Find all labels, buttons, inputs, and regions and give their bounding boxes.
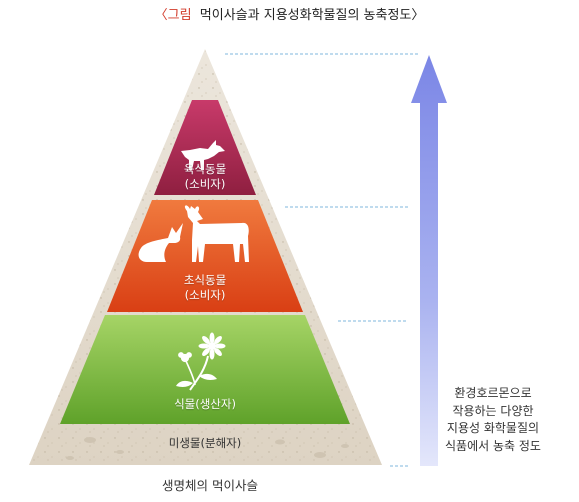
pyramid-caption: 생명체의 먹이사슬 [162,478,258,493]
tier-herbivore-band [107,200,303,312]
pyramid [29,49,382,465]
title-close-bracket: 〉 [411,8,425,23]
tier-herbivore-name: 초식동물 [183,273,227,287]
goat-icon [184,205,249,262]
concentration-arrow [411,55,447,466]
tier-carnivore-label: 육식동물 (소비자) [165,162,245,192]
flower-icon [176,332,226,391]
dashed-guides [225,53,420,467]
figure-title: 〈그림 먹이사슬과 지용성화학물질의 농축정도〉 [0,4,579,23]
arrow-description-line-2: 작용하는 다양한 [452,403,534,418]
tier-producer-band [60,315,350,424]
tier-carnivore-name: 육식동물 [183,162,227,176]
base-microbe-texture [66,437,349,460]
tier-herbivore-label: 초식동물 (소비자) [165,273,245,303]
title-open-bracket: 〈 [154,8,168,23]
tier-herbivore-role: (소비자) [184,288,226,302]
arrow-description: 환경호르몬으로 작용하는 다양한 지용성 화학물질의 식품에서 농축 정도 [418,385,568,455]
tier-carnivore-role: (소비자) [184,177,226,191]
tier-carnivore-band [154,100,256,195]
title-figure-label: 그림 [167,8,192,23]
arrow-description-line-4: 식품에서 농축 정도 [445,438,541,453]
arrow-description-line-1: 환경호르몬으로 [454,386,532,400]
tier-producer-label: 식물(생산자) [155,397,255,412]
base-decomposer-label: 미생물(분해자) [168,436,242,450]
rabbit-icon [138,223,183,262]
tier-producer-name: 식물(생산자) [174,397,236,411]
title-text: 먹이사슬과 지용성화학물질의 농축정도 [199,8,412,23]
fox-icon [181,140,225,170]
arrow-description-line-3: 지용성 화학물질의 [446,421,540,435]
